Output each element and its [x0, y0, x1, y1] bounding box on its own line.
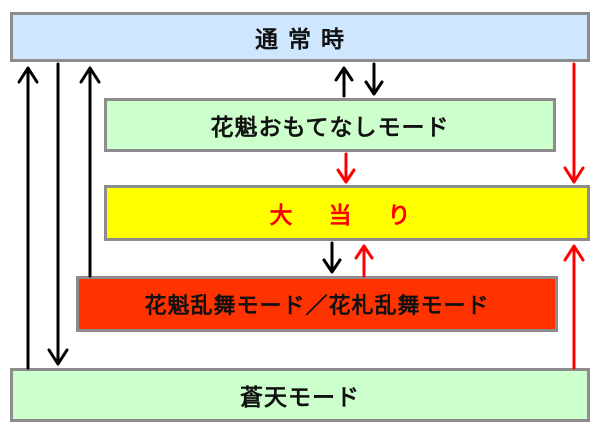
node-soten-label: 蒼天モード [240, 385, 360, 411]
node-normal-label: 通 常 時 [254, 27, 345, 53]
node-omotenashi-label: 花魁おもてなしモード [210, 115, 450, 141]
node-ranbu-label: 花魁乱舞モード／花札乱舞モード [144, 294, 490, 319]
node-normal: 通 常 時 [10, 12, 590, 62]
edge-normal-to-omotenashi [364, 62, 384, 96]
edge-omotenashi-to-jackpot [336, 152, 356, 184]
edge-jackpot-to-ranbu [322, 241, 342, 274]
edge-omotenashi-to-normal [334, 66, 354, 98]
edge-normal-to-soten [47, 62, 69, 366]
edge-normal-to-jackpot [563, 62, 585, 184]
node-soten-mode: 蒼天モード [10, 368, 590, 422]
node-jackpot: 大 当 り [104, 185, 590, 241]
node-oiran-omotenashi-mode: 花魁おもてなしモード [104, 98, 556, 152]
edge-soten-to-jackpot [563, 244, 585, 370]
node-jackpot-label: 大 当 り [269, 203, 425, 229]
node-ranbu-mode: 花魁乱舞モード／花札乱舞モード [76, 276, 558, 332]
edge-ranbu-to-normal [79, 66, 101, 278]
edge-ranbu-to-jackpot [354, 244, 374, 278]
edge-soten-to-normal [17, 66, 39, 370]
